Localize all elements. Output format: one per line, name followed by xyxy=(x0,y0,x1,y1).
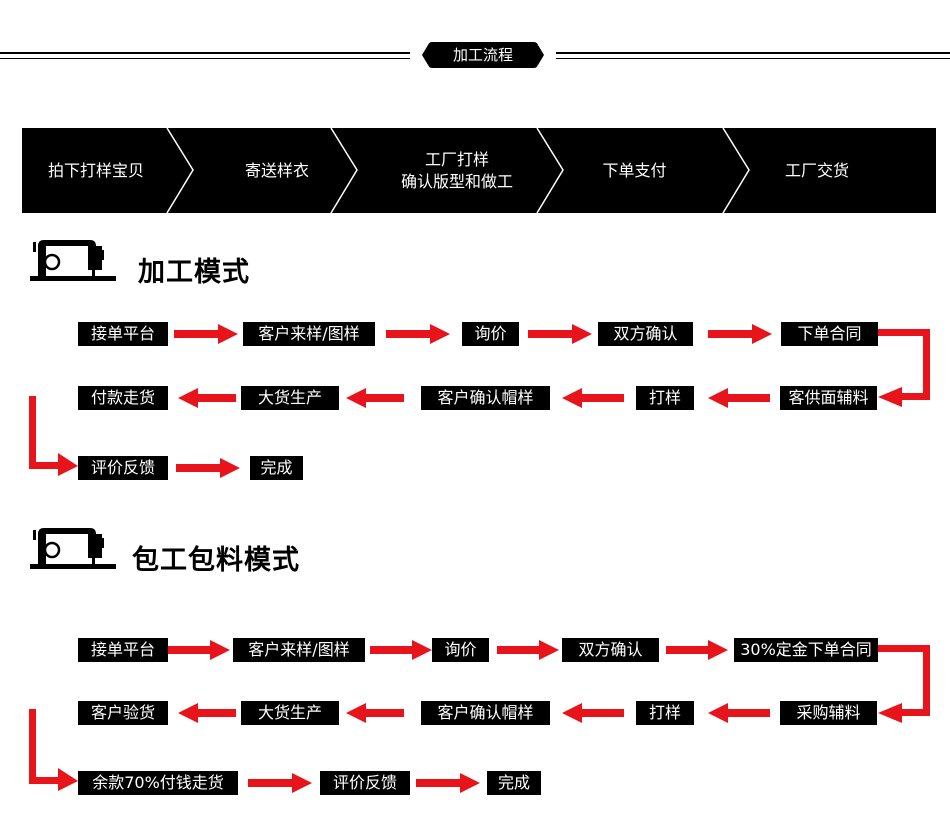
flow-box: 询价 xyxy=(462,322,519,346)
process-step-3: 工厂打样 确认版型和做工 xyxy=(352,128,562,213)
page-title: 加工流程 xyxy=(422,42,544,68)
process-step-sublabel: 确认版型和做工 xyxy=(400,171,513,191)
flow-box: 客户确认帽样 xyxy=(421,701,550,725)
connector-right xyxy=(878,645,930,723)
process-step-4: 下单支付 xyxy=(542,128,727,213)
arrow-right-icon xyxy=(528,324,592,344)
connector-right xyxy=(878,329,930,407)
header-rule-right-bottom xyxy=(556,58,950,59)
flow-box: 双方确认 xyxy=(562,638,659,662)
flow-box: 接单平台 xyxy=(78,322,168,346)
flow-box: 接单平台 xyxy=(78,638,168,662)
flow-box: 30%定金下单合同 xyxy=(734,638,878,662)
flow-box: 下单合同 xyxy=(781,322,878,346)
sewing-machine-icon xyxy=(30,528,116,569)
process-step-2: 寄送样衣 xyxy=(182,128,372,213)
chevron-divider-3 xyxy=(536,128,564,213)
arrow-left-icon xyxy=(346,703,404,723)
chevron-divider-4 xyxy=(722,128,750,213)
section-title-mode2: 包工包料模式 xyxy=(132,545,300,576)
flow-box: 采购辅料 xyxy=(780,701,877,725)
arrow-right-icon xyxy=(370,640,432,660)
flow-box: 客供面辅料 xyxy=(780,386,877,410)
flow-box: 询价 xyxy=(432,638,489,662)
arrow-left-icon xyxy=(562,703,624,723)
arrow-right-icon xyxy=(708,324,772,344)
arrow-left-icon xyxy=(708,703,770,723)
section-title-mode1: 加工模式 xyxy=(138,257,250,288)
arrow-left-icon xyxy=(178,703,236,723)
process-step-label: 工厂交货 xyxy=(784,160,849,180)
connector-left xyxy=(29,396,78,476)
flow-box: 评价反馈 xyxy=(78,456,168,480)
flow-box: 客户验货 xyxy=(78,701,168,725)
process-step-label: 工厂打样 xyxy=(424,149,489,169)
process-bar: 拍下打样宝贝 寄送样衣 工厂打样 确认版型和做工 下单支付 工厂交货 xyxy=(22,128,936,213)
arrow-right-icon xyxy=(666,640,728,660)
flow-box: 完成 xyxy=(487,771,541,795)
chevron-divider-2 xyxy=(330,128,358,213)
header-rule-right-top xyxy=(556,52,950,54)
flow-box: 大货生产 xyxy=(241,386,339,410)
arrow-left-icon xyxy=(346,388,404,408)
flow-box: 客户确认帽样 xyxy=(421,386,550,410)
process-step-label: 拍下打样宝贝 xyxy=(47,160,144,180)
chevron-divider-1 xyxy=(166,128,194,213)
arrow-left-icon xyxy=(178,388,236,408)
process-step-5: 工厂交货 xyxy=(722,128,912,213)
arrow-right-icon xyxy=(174,324,238,344)
arrow-right-icon xyxy=(168,640,230,660)
flow-box: 客户来样/图样 xyxy=(233,638,365,662)
arrow-right-icon xyxy=(386,324,450,344)
arrow-right-icon xyxy=(248,773,312,793)
flow-box: 打样 xyxy=(636,701,694,725)
flow-box: 客户来样/图样 xyxy=(243,322,375,346)
arrow-left-icon xyxy=(708,388,770,408)
arrow-right-icon xyxy=(176,458,240,478)
process-step-label: 寄送样衣 xyxy=(244,160,309,180)
header-rule-left-top xyxy=(0,52,410,54)
arrow-right-icon xyxy=(416,773,480,793)
connector-left xyxy=(29,709,78,791)
sewing-machine-icon xyxy=(30,240,116,281)
flow-box: 大货生产 xyxy=(241,701,339,725)
flow-box: 完成 xyxy=(250,456,303,480)
arrow-right-icon xyxy=(497,640,559,660)
arrow-left-icon xyxy=(562,388,624,408)
process-step-label: 下单支付 xyxy=(602,160,667,180)
process-step-1: 拍下打样宝贝 xyxy=(22,128,170,213)
flow-box: 付款走货 xyxy=(78,386,168,410)
header-rule-left-bottom xyxy=(0,58,410,59)
flow-box: 余款70%付钱走货 xyxy=(78,771,238,795)
flow-box: 双方确认 xyxy=(598,322,693,346)
flow-box: 评价反馈 xyxy=(320,771,410,795)
flow-box: 打样 xyxy=(636,386,694,410)
